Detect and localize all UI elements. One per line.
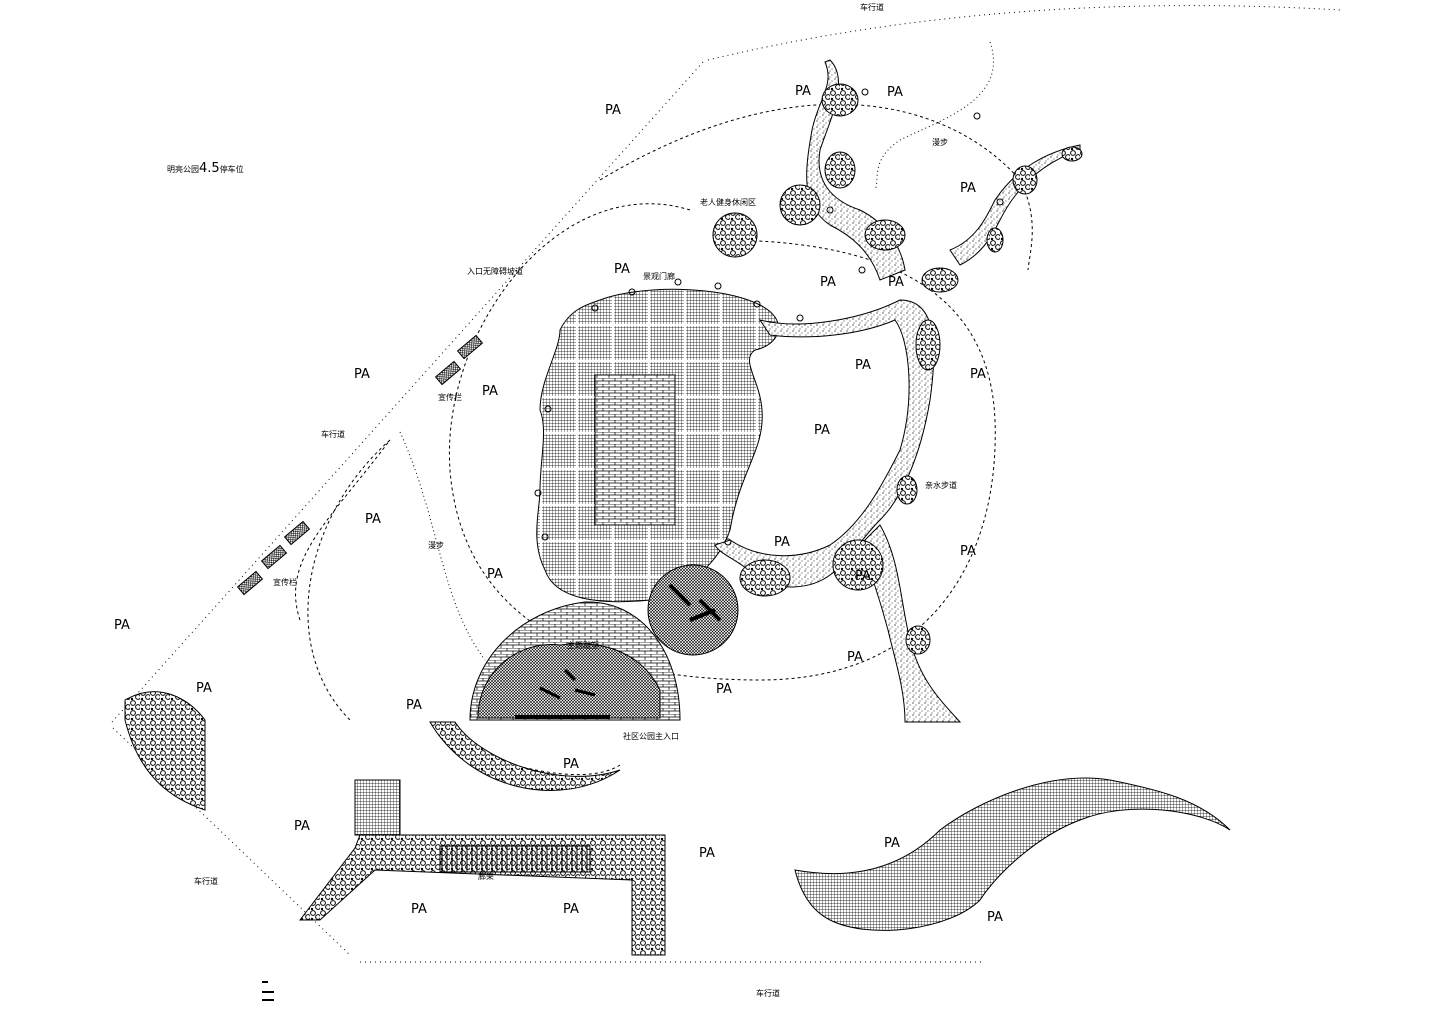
pavilion <box>439 845 591 873</box>
pa-label: PA <box>196 681 212 696</box>
pa-label: PA <box>888 275 904 290</box>
pa-label: PA <box>699 846 715 861</box>
pa-label: PA <box>365 512 381 527</box>
pa-label: PA <box>774 535 790 550</box>
road-edge-ticks <box>111 5 1341 963</box>
waterside-path-label: 亲水步道 <box>925 480 957 490</box>
pa-label: PA <box>970 367 986 382</box>
pa-label: PA <box>795 84 811 99</box>
entrance-plaza <box>469 564 739 721</box>
sign-boards <box>236 334 484 596</box>
pa-label: PA <box>855 358 871 373</box>
left-walk <box>399 431 486 661</box>
pa-label: PA <box>294 819 310 834</box>
main-entrance-label: 社区公园主入口 <box>623 731 679 741</box>
site-note-prefix: 明亮公园 <box>167 164 199 174</box>
tree-dots <box>534 88 1004 546</box>
pa-label: PA <box>563 902 579 917</box>
pa-label: PA <box>716 682 732 697</box>
pa-label: PA <box>855 569 871 584</box>
road-label-left: 车行道 <box>321 429 345 439</box>
pa-label: PA <box>406 698 422 713</box>
pa-label: PA <box>605 103 621 118</box>
sign-board-label-1: 宣传栏 <box>438 392 462 402</box>
pa-label: PA <box>411 902 427 917</box>
pa-label: PA <box>614 262 630 277</box>
elderly-area-label: 老人健身休闲区 <box>700 197 756 207</box>
pavilion-label: 廊架 <box>478 871 494 881</box>
north-arrow-icon <box>262 981 274 1001</box>
pa-label: PA <box>847 650 863 665</box>
pa-label: PA <box>960 544 976 559</box>
pa-label: PA <box>482 384 498 399</box>
walk-right-label: 漫步 <box>932 137 948 147</box>
site-note: 明亮公园4.5停车位 <box>167 161 244 176</box>
pa-label: PA <box>960 181 976 196</box>
pa-label: PA <box>987 910 1003 925</box>
road-label-top: 车行道 <box>860 2 884 12</box>
planter-square <box>354 779 401 836</box>
site-note-suffix: 停车位 <box>220 164 244 174</box>
entrance-ramp-label: 入口无障碍坡道 <box>467 266 523 276</box>
curved-lawn <box>794 777 1231 931</box>
central-feature-label: 主题雕塑 <box>567 640 599 650</box>
site-note-number: 4.5 <box>199 161 220 176</box>
pa-label: PA <box>884 836 900 851</box>
annotations: 车行道 车行道 车行道 车行道 明亮公园4.5停车位 入口无障碍坡道 老人健身休… <box>167 2 957 998</box>
pa-label: PA <box>354 367 370 382</box>
walk-left-label: 漫步 <box>428 540 444 550</box>
pa-label: PA <box>487 567 503 582</box>
pa-label: PA <box>814 423 830 438</box>
top-walk <box>874 41 994 191</box>
loop-path <box>714 59 1081 723</box>
road-label-bottom-left: 车行道 <box>194 876 218 886</box>
pa-label: PA <box>820 275 836 290</box>
sign-board-label-2: 宣传栏 <box>273 577 297 587</box>
pa-label: PA <box>563 757 579 772</box>
pa-label: PA <box>887 85 903 100</box>
road-label-bottom: 车行道 <box>756 988 780 998</box>
dashed-paths <box>295 103 1033 776</box>
landscape-gate-label: 景观门廊 <box>643 271 675 281</box>
central-plaza <box>536 288 779 603</box>
pa-label: PA <box>114 618 130 633</box>
pa-labels: PA PA PA PA PA PA PA PA PA PA PA PA PA P… <box>114 84 1003 925</box>
